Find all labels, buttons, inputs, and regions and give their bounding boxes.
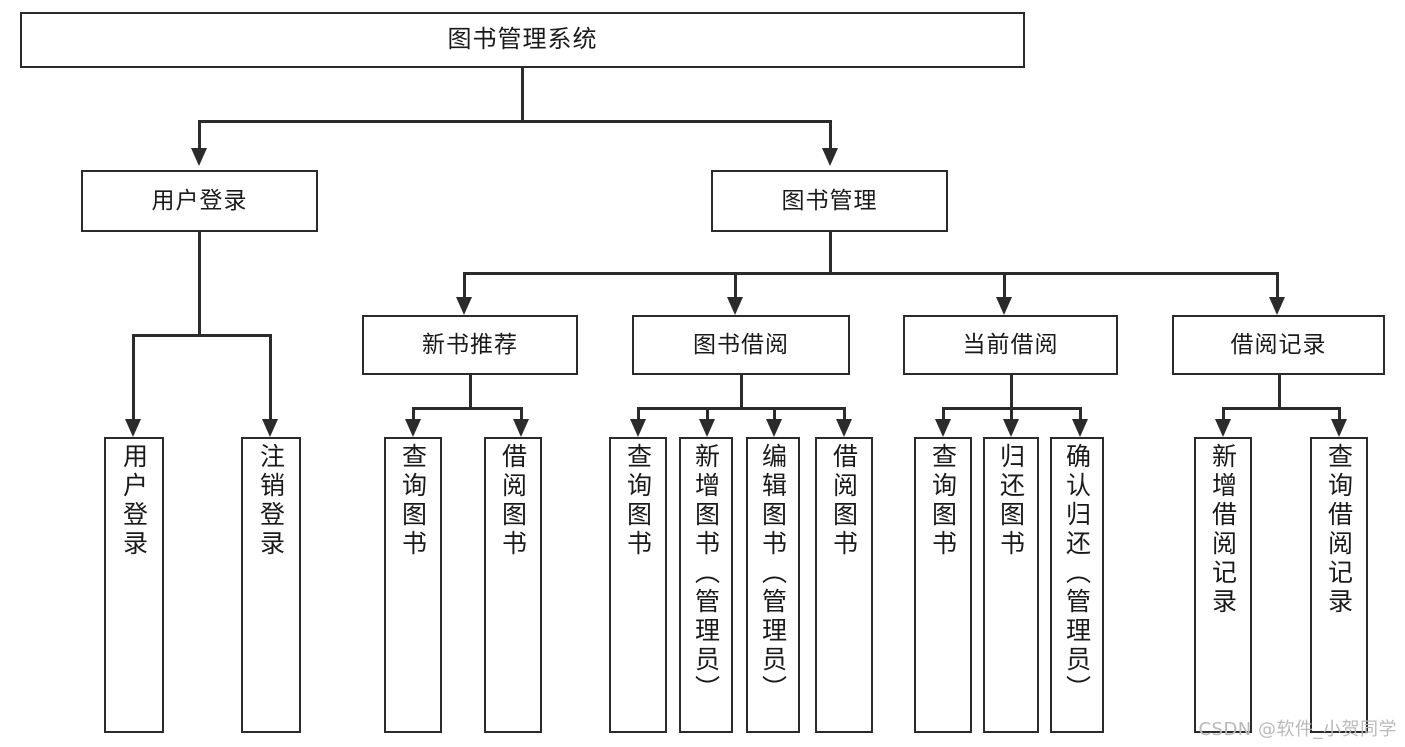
arrow-to-leaf-borrow-book-1 [513, 419, 529, 437]
node-leaf-borrow-book-recommend[interactable]: 借阅图书 [484, 437, 542, 733]
node-leaf-add-borrow-record[interactable]: 新增借阅记录 [1194, 437, 1252, 733]
arrow-to-leaf-confirm-return [1072, 419, 1088, 437]
node-book-management[interactable]: 图书管理 [711, 170, 948, 232]
node-leaf-query-book-recommend[interactable]: 查询图书 [384, 437, 442, 733]
node-label: 图书管理系统 [447, 25, 598, 54]
arrow-to-leaf-query-book-1 [405, 419, 421, 437]
node-label: 确认归还（管理员） [1062, 443, 1092, 704]
arrow-to-leaf-add-record [1215, 419, 1231, 437]
arrow-to-book-manage [822, 148, 838, 166]
connector-user-login-branch-1 [132, 334, 135, 419]
node-label: 新增借阅记录 [1208, 443, 1238, 617]
connector-book-manage-stem [829, 232, 832, 272]
node-label: 注销登录 [256, 443, 286, 559]
arrow-to-new-book-recommend [456, 297, 472, 315]
node-label: 新书推荐 [422, 331, 518, 358]
connector-user-login-branch-2 [269, 334, 272, 419]
connector-book-borrow-branch-2 [706, 407, 709, 419]
node-label: 图书管理 [781, 187, 878, 214]
connector-current-borrow-branch-2 [1010, 407, 1013, 419]
node-leaf-confirm-return-admin[interactable]: 确认归还（管理员） [1050, 437, 1104, 733]
arrow-to-leaf-edit-book [766, 419, 782, 437]
node-leaf-user-login[interactable]: 用户登录 [104, 437, 164, 733]
connector-book-borrow-bus [637, 407, 845, 410]
node-label: 查询图书 [928, 443, 958, 559]
connector-new-book-branch-2 [520, 407, 523, 419]
node-label: 用户登录 [151, 187, 248, 214]
node-leaf-query-borrow-record[interactable]: 查询借阅记录 [1310, 437, 1368, 733]
node-leaf-return-book[interactable]: 归还图书 [983, 437, 1039, 733]
node-label: 借阅图书 [829, 443, 859, 559]
node-leaf-add-book-admin[interactable]: 新增图书（管理员） [679, 437, 733, 733]
node-label: 查询图书 [398, 443, 428, 559]
connector-current-borrow-branch-3 [1079, 407, 1082, 419]
node-root-book-management-system[interactable]: 图书管理系统 [20, 12, 1025, 68]
connector-root-bus [198, 120, 832, 123]
node-leaf-edit-book-admin[interactable]: 编辑图书（管理员） [746, 437, 800, 733]
node-leaf-query-book-current[interactable]: 查询图书 [914, 437, 972, 733]
connector-current-borrow-branch-1 [942, 407, 945, 419]
node-new-book-recommend[interactable]: 新书推荐 [362, 315, 578, 375]
connector-root-to-user-login [198, 120, 201, 148]
arrow-to-leaf-borrow-book-2 [836, 419, 852, 437]
arrow-to-leaf-query-book-2 [630, 419, 646, 437]
node-label: 借阅图书 [498, 443, 528, 559]
connector-borrow-record-stem [1278, 375, 1281, 407]
node-user-login[interactable]: 用户登录 [81, 170, 318, 232]
connector-book-borrow-branch-3 [773, 407, 776, 419]
arrow-to-borrow-record [1269, 297, 1285, 315]
node-leaf-query-book-borrow[interactable]: 查询图书 [609, 437, 667, 733]
node-label: 当前借阅 [962, 331, 1059, 358]
node-current-borrow[interactable]: 当前借阅 [903, 315, 1118, 375]
arrow-to-leaf-add-book [699, 419, 715, 437]
connector-borrow-record-bus [1222, 407, 1340, 410]
arrow-to-book-borrow [727, 297, 743, 315]
connector-new-book-stem [469, 375, 472, 407]
connector-root-stem [521, 68, 524, 120]
connector-level3-bus [463, 272, 1278, 275]
connector-to-book-borrow [734, 272, 737, 297]
connector-book-borrow-branch-4 [843, 407, 846, 419]
node-borrow-record[interactable]: 借阅记录 [1172, 315, 1385, 375]
connector-book-borrow-branch-1 [637, 407, 640, 419]
connector-to-borrow-record [1276, 272, 1279, 297]
connector-borrow-record-branch-1 [1222, 407, 1225, 419]
node-label: 图书借阅 [693, 331, 789, 358]
connector-new-book-branch-1 [412, 407, 415, 419]
node-label: 新增图书（管理员） [691, 443, 721, 704]
node-leaf-borrow-book-borrow[interactable]: 借阅图书 [815, 437, 873, 733]
node-label: 用户登录 [119, 443, 149, 559]
connector-new-book-bus [412, 407, 522, 410]
arrow-to-leaf-user-login [125, 419, 141, 437]
connector-root-to-book-manage [829, 120, 832, 148]
connector-to-current-borrow [1003, 272, 1006, 297]
csdn-watermark: CSDN @软件_小贺同学 [1198, 719, 1397, 740]
connector-user-login-stem [198, 232, 201, 334]
node-label: 归还图书 [996, 443, 1026, 559]
connector-current-borrow-stem [1010, 375, 1013, 407]
arrow-to-leaf-query-book-3 [935, 419, 951, 437]
node-book-borrow[interactable]: 图书借阅 [632, 315, 850, 375]
node-label: 查询借阅记录 [1324, 443, 1354, 617]
arrow-to-leaf-query-record [1331, 419, 1347, 437]
node-label: 查询图书 [623, 443, 653, 559]
connector-user-login-bus [132, 334, 271, 337]
node-label: 编辑图书（管理员） [758, 443, 788, 704]
node-leaf-logout-login[interactable]: 注销登录 [241, 437, 301, 733]
connector-book-borrow-stem [740, 375, 743, 407]
arrow-to-current-borrow [996, 297, 1012, 315]
arrow-to-user-login [191, 148, 207, 166]
connector-borrow-record-branch-2 [1338, 407, 1341, 419]
arrow-to-leaf-return-book [1003, 419, 1019, 437]
node-label: 借阅记录 [1230, 331, 1327, 358]
connector-to-new-book-recommend [463, 272, 466, 297]
arrow-to-leaf-logout-login [262, 419, 278, 437]
